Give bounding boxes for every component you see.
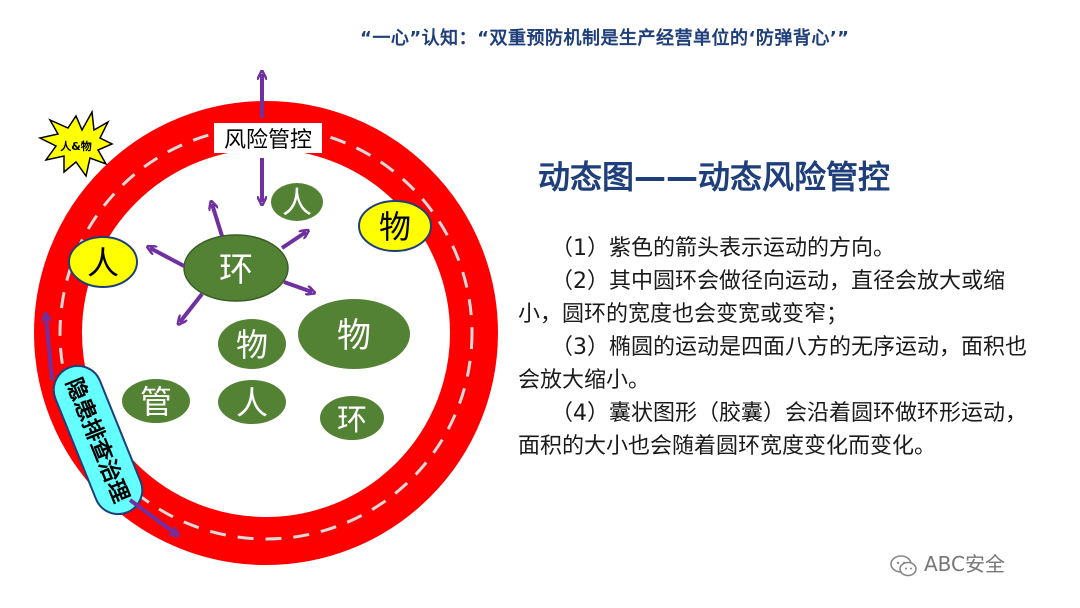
arrow-center-upright [280, 232, 306, 250]
slide-header: “一心”认知：“双重预防机制是生产经营单位的‘防弹背心’” [360, 28, 850, 49]
green-ellipse-bottom-left [122, 379, 190, 423]
slide-title: 动态图——动态风险管控 [538, 158, 891, 196]
capsule-arrow-up [46, 316, 54, 381]
watermark-text: ABC安全 [924, 552, 1006, 576]
arrow-center-left [150, 248, 185, 268]
description-item-4: （4）囊状图形（胶囊）会沿着圆环做环形运动，面积的大小也会随着圆环宽度变化而变化… [518, 401, 1027, 459]
description-item-2: （2）其中圆环会做径向运动，直径会放大或缩小，圆环的宽度也会变宽或变窄； [518, 269, 1005, 327]
yellow-ellipse-person-label: 人 [87, 244, 119, 282]
green-ellipse-bottom-right [320, 396, 384, 440]
yellow-ellipse-object-label: 物 [379, 208, 411, 246]
green-ellipse-top [271, 183, 323, 221]
green-ellipse-center [183, 234, 289, 302]
green-ellipse-bottom-left-label: 管 [140, 383, 172, 421]
green-ellipse-bottom-mid-label: 人 [236, 384, 268, 422]
capsule-arrow-down [128, 498, 176, 534]
yellow-ellipse-person [68, 236, 138, 288]
green-ellipse-bottom-mid [218, 380, 286, 424]
burst-label: 人&物 [60, 139, 92, 153]
green-ellipse-top-label: 人 [282, 186, 312, 221]
ring-dashed-line [58, 125, 474, 541]
burst-star [37, 109, 114, 178]
green-ellipse-big [298, 299, 410, 369]
ring-label-box [214, 123, 322, 153]
arrow-center-up [212, 204, 224, 237]
wechat-icon [890, 554, 917, 576]
green-ellipse-center-label: 环 [219, 250, 253, 290]
green-ellipse-mid [218, 319, 286, 369]
watermark: ABC安全 [890, 548, 1005, 577]
green-ellipse-bottom-right-label: 环 [337, 403, 367, 438]
arrow-center-downleft [180, 292, 204, 322]
yellow-ellipse-object [358, 200, 432, 252]
green-ellipse-big-label: 物 [337, 316, 371, 356]
description-block: （1）紫色的箭头表示运动的方向。 （2）其中圆环会做径向运动，直径会放大或缩小，… [518, 232, 1038, 463]
arrow-center-right [283, 280, 312, 292]
description-item-1: （1）紫色的箭头表示运动的方向。 [551, 236, 895, 261]
hazard-capsule [52, 364, 144, 516]
description-item-3: （3）椭圆的运动是四面八方的无序运动，面积也会放大缩小。 [518, 335, 1027, 393]
green-ellipse-mid-label: 物 [236, 326, 268, 364]
ring-label: 风险管控 [224, 128, 312, 153]
